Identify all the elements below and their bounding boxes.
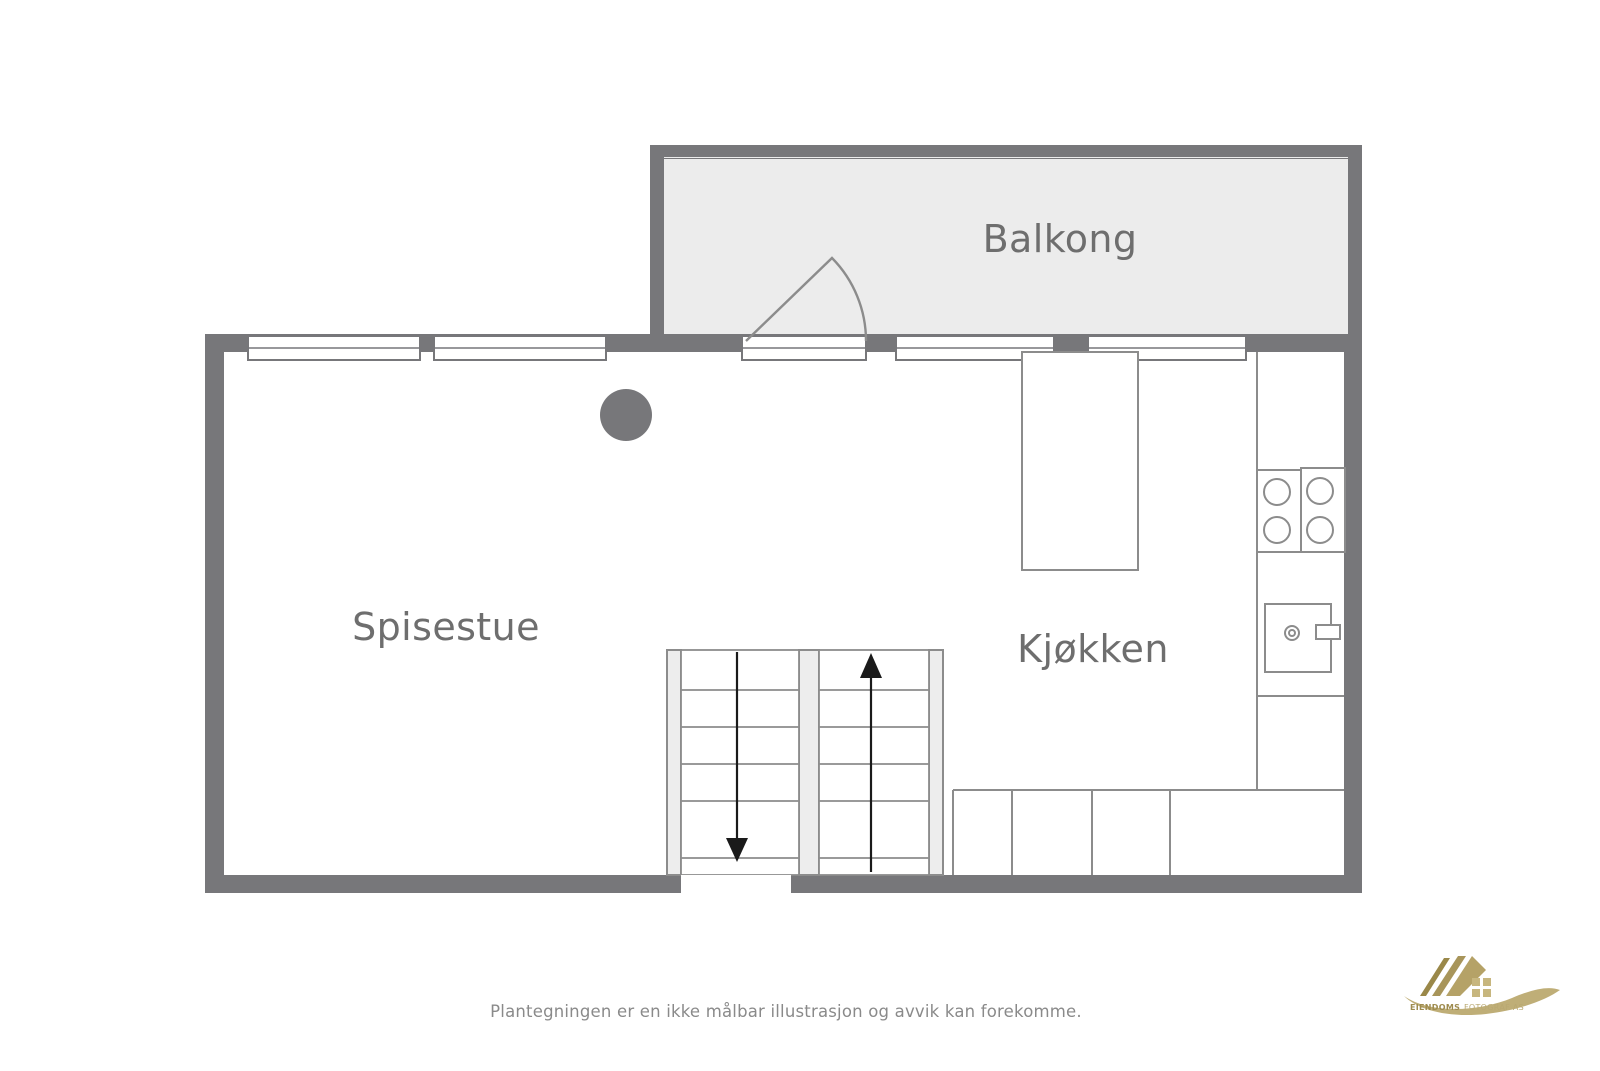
kitchen-fixtures bbox=[952, 351, 1346, 875]
balcony-floor bbox=[664, 159, 1348, 350]
stair-stringer-left bbox=[666, 649, 682, 876]
balcony-right-wall bbox=[1348, 145, 1362, 350]
sink-icon bbox=[1264, 603, 1341, 673]
window-3-balcony-door bbox=[741, 335, 867, 361]
stairs-up-flight bbox=[818, 649, 930, 876]
door-swing-arc bbox=[745, 256, 868, 342]
window-1 bbox=[247, 335, 421, 361]
stair-landing-opening bbox=[681, 875, 791, 895]
logo-suffix: FOTOGRAF AS bbox=[1464, 1003, 1524, 1012]
disclaimer-text: Plantegningen er en ikke målbar illustra… bbox=[490, 1002, 1082, 1021]
logo-roof-bar-2 bbox=[1432, 956, 1466, 996]
base-cabinets-icon bbox=[1011, 790, 1171, 875]
logo-name: EIENDOMS bbox=[1410, 1003, 1460, 1012]
window-2 bbox=[433, 335, 607, 361]
room-label-kjokken: Kjøkken bbox=[1017, 627, 1169, 671]
logo-roof-bar-1 bbox=[1420, 958, 1450, 996]
faucet-icon bbox=[1315, 624, 1341, 640]
stair-stringer-middle bbox=[798, 649, 820, 876]
stairs-up-arrow-icon bbox=[860, 653, 882, 678]
logo-roof-bar-3 bbox=[1446, 956, 1486, 996]
room-label-spisestue: Spisestue bbox=[352, 605, 540, 649]
window-group bbox=[247, 335, 1247, 361]
stairs-down-flight bbox=[680, 649, 800, 876]
balcony-area: Balkong bbox=[650, 145, 1362, 350]
cooktop-icon bbox=[1256, 467, 1346, 553]
round-table-icon bbox=[600, 389, 652, 441]
company-logo: EIENDOMS FOTOGRAF AS bbox=[1404, 956, 1560, 1016]
refrigerator-icon bbox=[1021, 351, 1139, 571]
room-label-balkong: Balkong bbox=[983, 217, 1138, 261]
logo-window-icon bbox=[1472, 978, 1491, 997]
stairs-down-arrow-icon bbox=[726, 838, 748, 862]
balcony-door-swing-icon bbox=[745, 256, 868, 342]
stair-stringer-right bbox=[928, 649, 944, 876]
logo-swoosh bbox=[1404, 988, 1560, 1016]
stairs-group bbox=[666, 649, 944, 895]
balcony-top-wall bbox=[650, 145, 1362, 157]
balcony-left-wall bbox=[650, 145, 664, 350]
